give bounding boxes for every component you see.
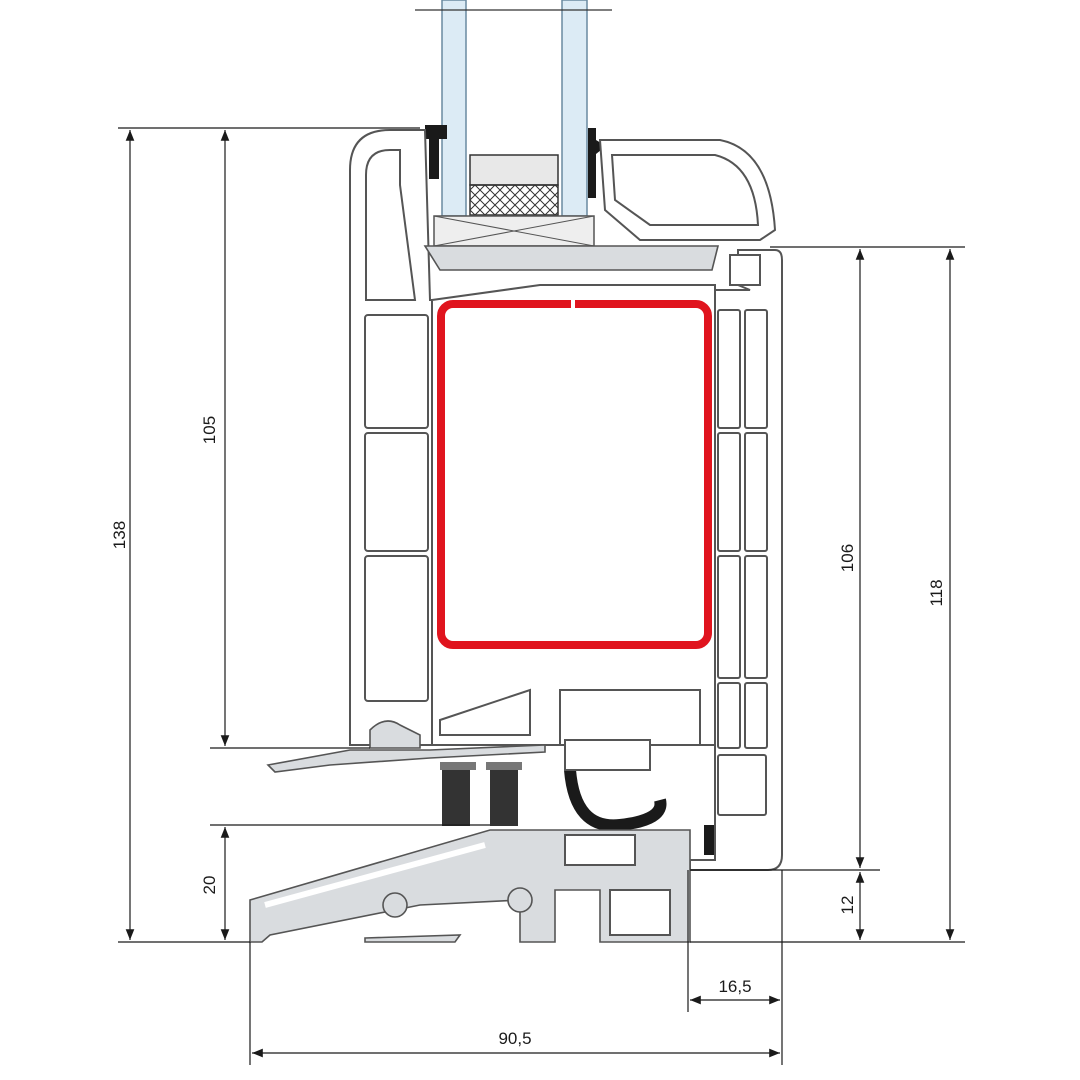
threshold-profile [249,720,691,943]
dim-label-20: 20 [200,876,219,895]
sash-seal [564,769,667,832]
glass-support [423,245,720,271]
dimension-annotations: 138 105 20 106 118 12 16,5 90,5 [110,127,965,1065]
dim-label-106: 106 [838,544,857,572]
dim-label-105: 105 [200,416,219,444]
dim-label-118: 118 [927,579,946,606]
dim-label-12: 12 [838,896,857,915]
sash-profile [349,129,777,746]
glazing-unit [415,0,612,247]
secondary-seal [469,184,559,216]
glass-pane-outer [441,0,467,217]
sash-main-chamber [431,284,716,746]
brush-seal-left [442,770,470,826]
brush-seal-right [490,770,518,826]
outer-frame [689,249,783,871]
weather-drip [266,744,546,773]
dim-label-16-5: 16,5 [718,977,751,996]
glass-pane-inner [561,0,588,217]
spacer-bar [469,154,559,186]
dim-label-90-5: 90,5 [498,1029,531,1048]
dim-label-138: 138 [110,521,129,549]
